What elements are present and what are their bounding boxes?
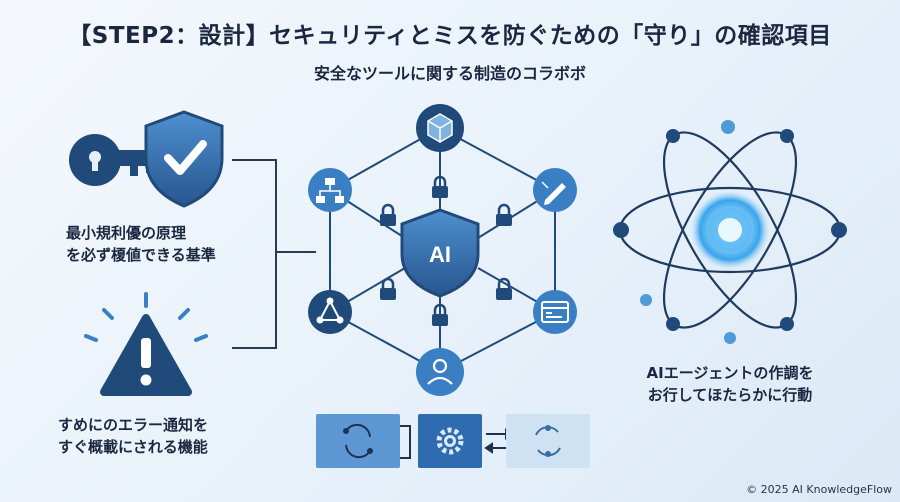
pencil-node-icon [533, 168, 577, 212]
ai-shield-hub: AI [400, 208, 480, 298]
left-item1-line2: を必ず榎値できる基準 [66, 246, 216, 264]
lock-icon [380, 203, 396, 226]
cube-node-icon [416, 104, 464, 152]
right-line1: AIエージェントの作調を [646, 364, 814, 382]
left-item1-line1: 最小規利優の原理 [66, 224, 187, 242]
share-node-icon [308, 290, 352, 334]
left-item2-line1: すめにのエラー通知を [58, 416, 209, 434]
user-node-icon [416, 348, 464, 396]
lock-icon [496, 277, 512, 300]
lock-icon [380, 277, 396, 300]
copyright-footer: © 2025 AI KnowledgeFlow [746, 483, 892, 496]
process-tiles [316, 414, 590, 468]
page-title: 【STEP2：設計】セキュリティとミスを防ぐための「守り」の確認項目 [68, 23, 832, 49]
atom-icon [613, 120, 847, 344]
lock-icon [496, 203, 512, 226]
gear-tile [418, 414, 482, 468]
hierarchy-node-icon [308, 168, 352, 212]
right-line2: お行してほたらかに行動 [647, 386, 813, 404]
lock-icon [432, 175, 448, 198]
left-bracket-lines [232, 159, 316, 349]
sync-tile [506, 414, 590, 468]
page-subtitle: 安全なツールに関する制造のコラボボ [313, 64, 586, 83]
browser-node-icon [533, 290, 577, 334]
lock-icon [432, 303, 448, 326]
warning-icon [84, 292, 208, 396]
right-text: AIエージェントの作調を お行してほたらかに行動 [628, 362, 832, 406]
cycle-tile [316, 414, 400, 468]
left-item2-line2: すぐ概載にされる機能 [58, 438, 208, 456]
hex-network: AI [308, 104, 577, 396]
left-item1-text: 最小規利優の原理 を必ず榎値できる基準 [66, 222, 216, 266]
lock-icons [380, 175, 512, 326]
ai-hub-label: AI [429, 242, 451, 267]
key-shield-icon [69, 110, 224, 208]
left-item2-text: すめにのエラー通知を すぐ概載にされる機能 [58, 414, 208, 458]
